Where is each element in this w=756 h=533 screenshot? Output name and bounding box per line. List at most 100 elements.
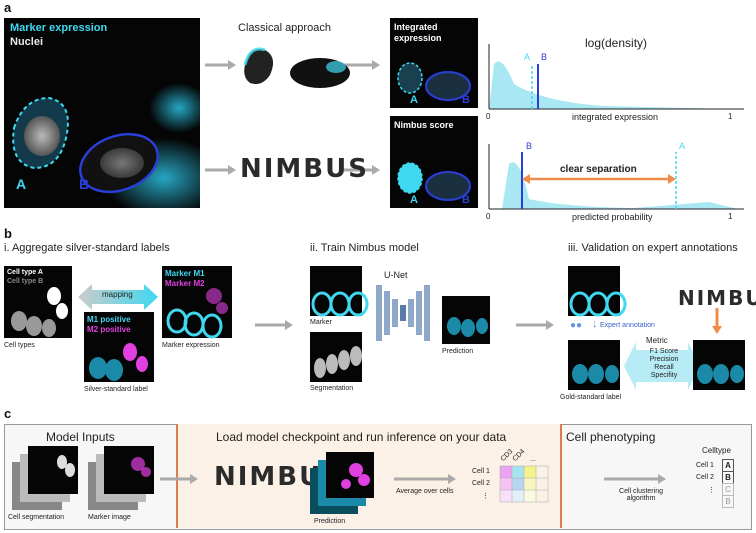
matrix-row-2: Cell 2	[472, 480, 490, 487]
matrix-row-3: ⋮	[482, 493, 489, 500]
nimbus-logo-b: NIMBUS	[678, 286, 756, 310]
silver-standard-shapes	[89, 343, 148, 381]
validation-marker-image	[568, 266, 627, 317]
density-plot-title: log(density)	[585, 36, 648, 50]
validation-marker-shapes	[569, 291, 627, 317]
nimbus-score-title: Nimbus score	[394, 120, 454, 130]
expert-annotation-label: Expert annotation	[600, 322, 655, 329]
m1-positive-label: M1 positive	[87, 315, 131, 324]
score-cell-b: B	[462, 194, 470, 206]
c-arrow-3	[604, 474, 666, 484]
plot1-line-b: B	[541, 52, 548, 62]
cell-type-shapes	[11, 287, 68, 337]
int-cell-b: B	[462, 94, 470, 106]
c-arrow-2	[394, 474, 456, 484]
step1-title: i. Aggregate silver-standard labels	[4, 242, 170, 254]
gold-standard-shapes	[572, 364, 619, 384]
step2-title: ii. Train Nimbus model	[310, 242, 419, 254]
nimbus-score-box: Nimbus score A B	[390, 116, 478, 208]
prediction-caption: Prediction	[442, 348, 474, 355]
segmentation-input-caption: Cell segmentation	[8, 514, 65, 521]
unet-label: U-Net	[384, 270, 408, 280]
plot1-line-a: A	[524, 52, 531, 62]
panel-b-letter: b	[4, 226, 12, 241]
cell-type-b-label: Cell type B	[7, 278, 44, 285]
matrix-grid	[499, 465, 549, 503]
marker-caption: Marker	[310, 319, 332, 326]
celltype-row-4-type: B	[722, 495, 734, 508]
marker-m1-label: Marker M1	[165, 269, 205, 278]
average-over-cells-label: Average over cells	[396, 488, 454, 495]
orange-arrow-down	[712, 308, 722, 334]
clear-separation-label: clear separation	[560, 164, 637, 175]
classical-cells-illustration	[243, 47, 350, 88]
integrated-cells	[397, 62, 471, 101]
density-plots	[488, 44, 744, 210]
marker-expression-label: Marker expression	[10, 22, 108, 34]
silver-standard-caption: Silver-standard label	[84, 386, 148, 393]
marker-input-shapes	[311, 291, 369, 317]
cell-b-label: B	[79, 176, 90, 192]
cell-type-a-label: Cell type A	[7, 269, 43, 276]
plot2-x-label: predicted probability	[572, 212, 653, 222]
gold-standard-image	[568, 340, 620, 390]
mapping-label: mapping	[102, 290, 133, 299]
mapping-arrow	[78, 284, 158, 310]
plot2-line-a: A	[679, 141, 686, 151]
b-arrow-2	[516, 320, 554, 330]
prediction-output-caption: Prediction	[314, 518, 346, 525]
segmentation-input-image	[310, 332, 362, 382]
segmentation-shapes	[314, 346, 362, 378]
nimbus-logo-a: NIMBUS	[240, 154, 369, 184]
nimbus-validation-shapes	[697, 364, 744, 384]
celltype-row-1-cell: Cell 1	[696, 462, 714, 469]
pred-stack-shapes	[341, 463, 370, 489]
prediction-shapes	[447, 317, 488, 337]
cell-clustering-label: Cell clustering algorithm	[619, 488, 663, 502]
silver-standard-image: M1 positive M2 positive	[84, 312, 154, 382]
plot1-x-label: integrated expression	[572, 112, 659, 122]
marker-m2-label: Marker M2	[165, 279, 205, 288]
b-arrow-1	[255, 320, 293, 330]
arrow-down-icon: ↓	[592, 318, 598, 330]
model-inputs-title: Model Inputs	[46, 430, 115, 444]
celltype-row-2-cell: Cell 2	[696, 474, 714, 481]
seg-stack-shapes	[57, 455, 75, 477]
celltype-row-3-cell: ⋮	[708, 487, 715, 494]
plot1-x-max: 1	[728, 112, 733, 121]
nimbus-validation-image	[693, 340, 745, 390]
marker-expression-shapes	[166, 288, 228, 339]
matrix-col-more: ...	[530, 456, 536, 463]
metric-title: Metric	[646, 336, 668, 345]
cells-illustration	[12, 83, 200, 208]
metric-precision: Precision	[649, 356, 679, 363]
segmentation-caption: Segmentation	[310, 385, 354, 392]
prediction-image	[442, 296, 490, 344]
pred-stack-front	[326, 452, 374, 498]
seg-stack-front	[28, 446, 78, 494]
marker-expression-caption: Marker expression	[162, 342, 220, 349]
nuclei-label: Nuclei	[10, 36, 44, 48]
cell-a-label: A	[16, 176, 27, 192]
m2-positive-label: M2 positive	[87, 325, 131, 334]
cell-types-image: Cell type A Cell type B	[4, 266, 72, 338]
integrated-expression-title: Integrated expression	[394, 22, 442, 43]
marker-stack-front	[104, 446, 154, 494]
plot2-x-min: 0	[486, 212, 491, 221]
cell-types-caption: Cell types	[4, 342, 35, 349]
plot1-x-min: 0	[486, 112, 491, 121]
metric-list: F1 Score Precision Recall Specifity	[644, 348, 684, 380]
plot2-x-max: 1	[728, 212, 733, 221]
score-cell-a: A	[410, 194, 418, 206]
celltype-header: Celltype	[702, 446, 731, 455]
panel-a-letter: a	[4, 0, 12, 15]
step3-title: iii. Validation on expert annotations	[568, 242, 738, 254]
marker-image-caption: Marker image	[88, 514, 131, 521]
metric-recall: Recall	[654, 364, 674, 371]
classical-approach-label: Classical approach	[238, 22, 331, 34]
people-icon: ●●	[570, 320, 583, 331]
c-arrow-1	[160, 474, 198, 484]
gold-standard-caption: Gold-standard label	[560, 394, 622, 401]
unet-diagram	[376, 285, 430, 341]
